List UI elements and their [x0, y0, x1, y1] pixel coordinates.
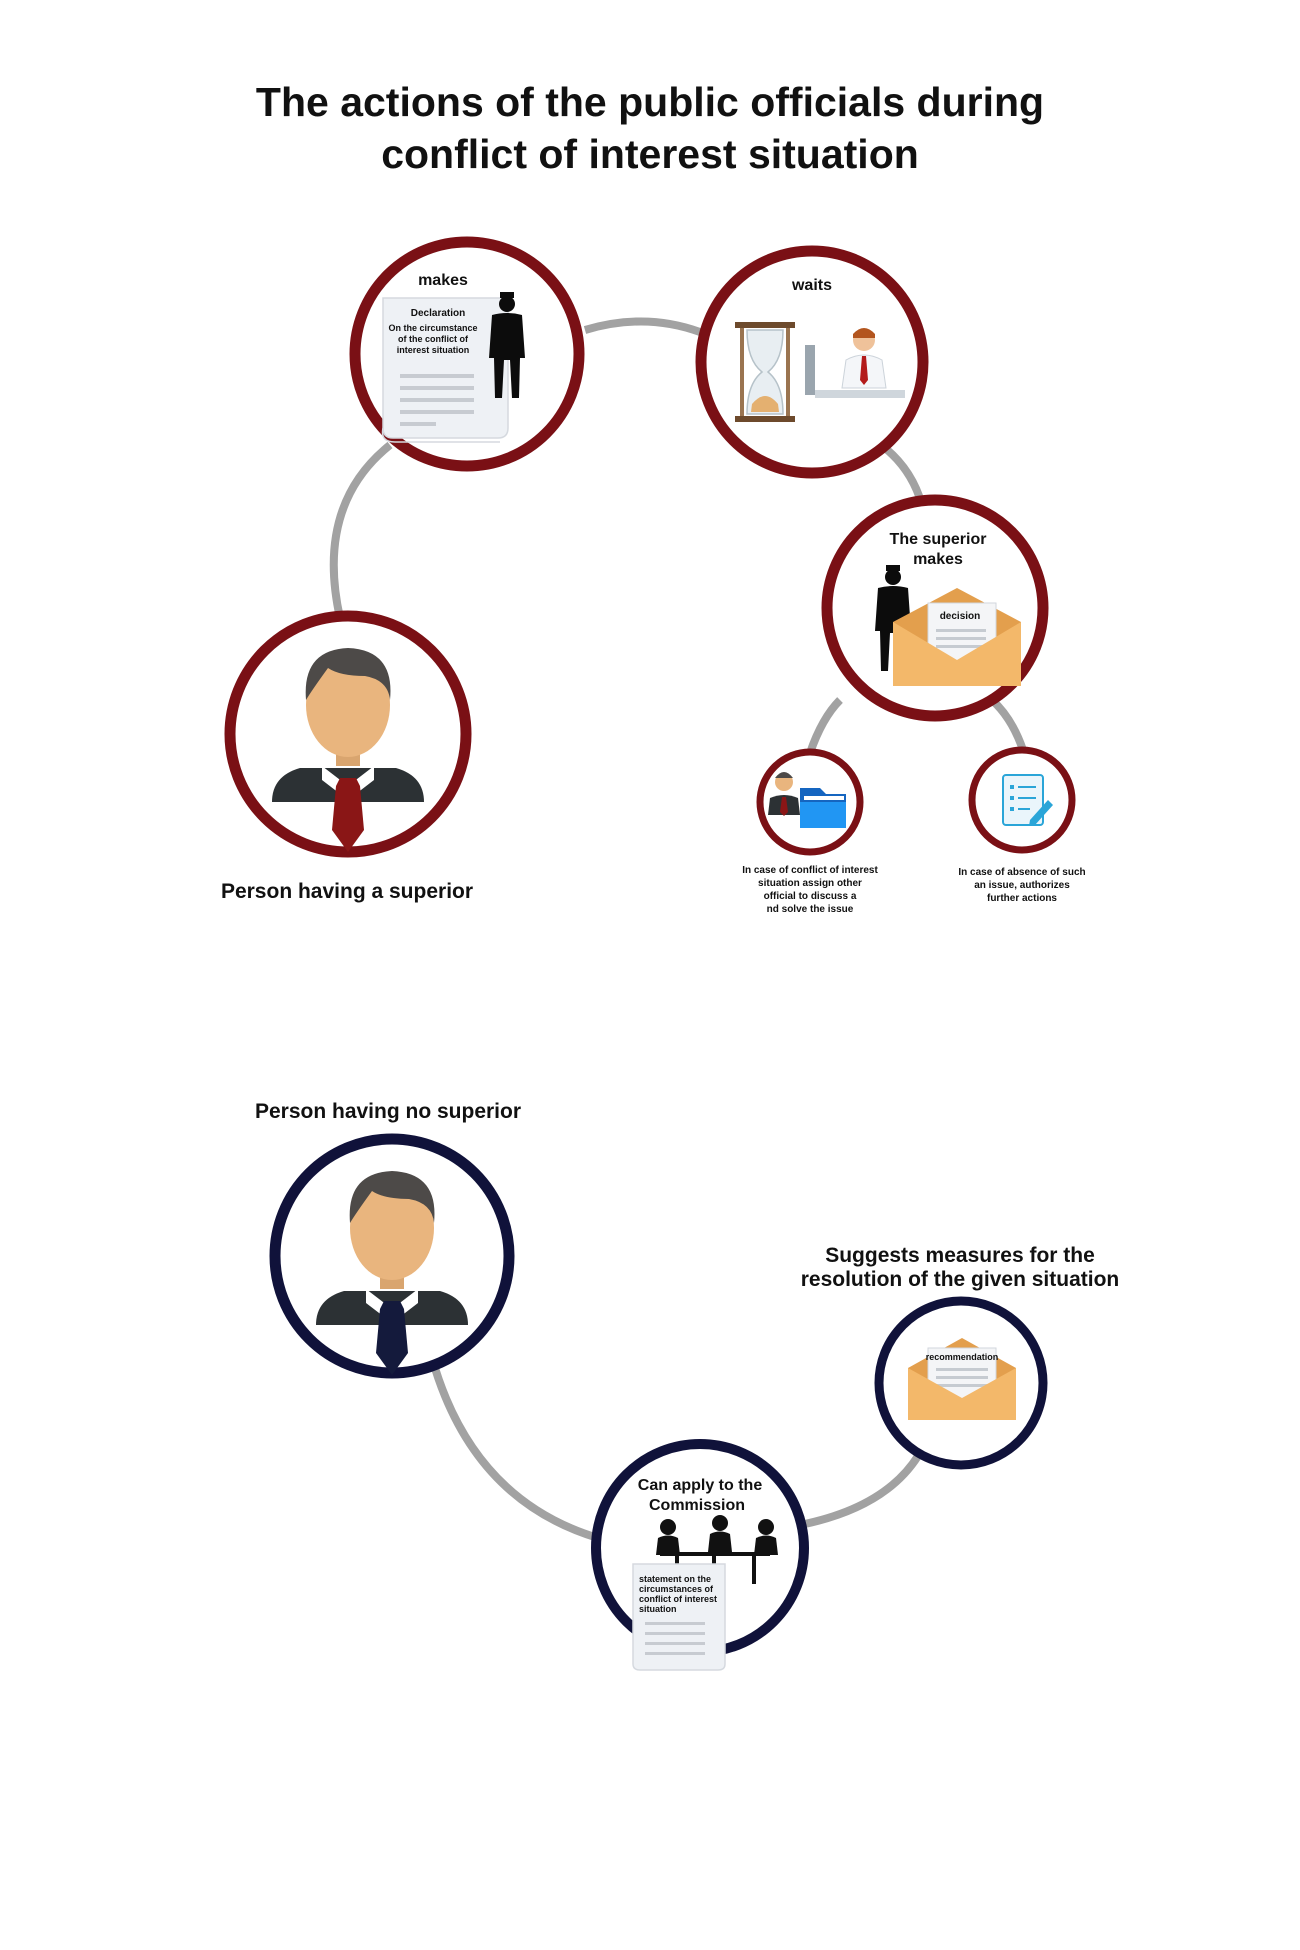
assign-caption-line-1: In case of conflict of interest [742, 865, 878, 876]
checklist-icon [1002, 774, 1053, 826]
person-with-superior-node [224, 610, 472, 858]
person-with-superior-label: Person having a superior [221, 880, 473, 903]
authorize-caption-line-1: In case of absence of such [958, 867, 1085, 878]
title-line-1: The actions of the public officials duri… [256, 79, 1044, 125]
statement-lines [645, 1622, 705, 1655]
recommendation-envelope-icon: recommendation [908, 1338, 1016, 1420]
recommendation-label: recommendation [926, 1352, 999, 1362]
waits-label: waits [791, 277, 832, 294]
statement-line-4: situation [639, 1604, 677, 1614]
authorize-caption-line-3: further actions [987, 893, 1057, 904]
statement-document-icon: statement on the circumstances of confli… [632, 1563, 726, 1671]
declaration-lines [400, 374, 474, 426]
waits-node: waits [695, 245, 929, 479]
decision-label: decision [940, 611, 981, 622]
superior-node: The superior makes decision [821, 494, 1049, 722]
superior-label-line-2: makes [913, 551, 963, 568]
assign-node [756, 748, 864, 856]
small-person-icon [768, 772, 800, 816]
assign-caption-line-3: official to discuss a [764, 891, 857, 902]
connector-superior-authorize [989, 697, 1027, 752]
businessman-avatar-icon [272, 648, 424, 852]
makes-label: makes [418, 272, 468, 289]
superior-label-line-1: The superior [890, 531, 987, 548]
suggests-node: recommendation [874, 1296, 1048, 1470]
declaration-title: Declaration [411, 308, 465, 319]
assign-caption-line-2: situation assign other [758, 878, 862, 889]
makes-node: makes Declaration On the circumstance of… [349, 236, 585, 472]
connector-superior-assign [806, 697, 843, 755]
connector-person-commission [428, 1356, 600, 1542]
connector-makes-waits [583, 317, 702, 336]
folder-icon [800, 788, 846, 828]
businessman-avatar-dark-icon [316, 1171, 468, 1375]
authorize-node [968, 746, 1076, 854]
declaration-line-3: interest situation [397, 345, 470, 355]
person-no-superior-label: Person having no superior [255, 1100, 521, 1123]
hourglass-icon [735, 322, 795, 422]
person-no-superior-node [269, 1133, 515, 1379]
declaration-document-icon: Declaration On the circumstance of the c… [381, 297, 509, 443]
statement-line-2: circumstances of [639, 1584, 714, 1594]
commission-label-line-2: Commission [649, 1497, 745, 1514]
commission-node: Can apply to the Commission statement on… [591, 1439, 809, 1671]
suggests-label-line-1: Suggests measures for the [825, 1244, 1095, 1267]
bottom-connectors [428, 1356, 922, 1542]
title-line-2: conflict of interest situation [381, 131, 919, 177]
suggests-label-line-2: resolution of the given situation [801, 1268, 1120, 1291]
declaration-line-1: On the circumstance [388, 323, 477, 333]
connector-person-makes [329, 441, 393, 619]
statement-line-1: statement on the [639, 1574, 711, 1584]
assign-caption-line-4: nd solve the issue [767, 904, 854, 915]
connector-commission-suggests [799, 1453, 922, 1529]
commission-label-line-1: Can apply to the [638, 1477, 763, 1494]
man-at-computer-icon [805, 328, 905, 398]
meeting-icon [656, 1515, 778, 1584]
envelope-icon: decision [893, 588, 1021, 686]
declaration-line-2: of the conflict of [398, 334, 469, 344]
authorize-caption-line-2: an issue, authorizes [974, 880, 1070, 891]
statement-line-3: conflict of interest [639, 1594, 717, 1604]
